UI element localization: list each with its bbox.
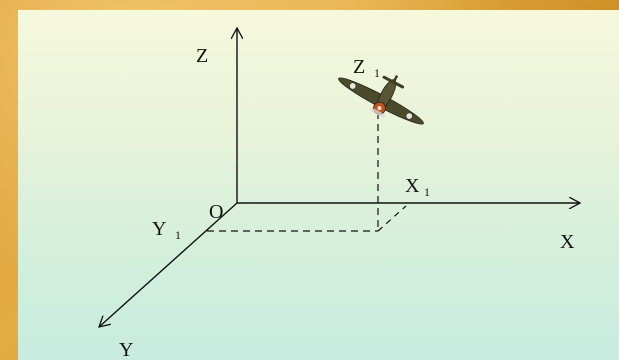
diagram-panel (18, 10, 619, 360)
y1-label: Y (152, 218, 166, 240)
y-axis-label: Y (119, 339, 133, 360)
z1-subscript: 1 (374, 66, 380, 80)
airplane-icon (338, 74, 424, 125)
origin-label: O (209, 201, 223, 223)
x-axis-label: X (560, 231, 575, 253)
projection-line-x1 (377, 205, 407, 232)
y1-subscript: 1 (175, 228, 181, 242)
x1-subscript: 1 (424, 185, 430, 199)
z1-label: Z (353, 56, 365, 78)
z-axis-label: Z (196, 45, 208, 67)
y-axis (99, 202, 238, 327)
x1-label: X (405, 175, 420, 197)
